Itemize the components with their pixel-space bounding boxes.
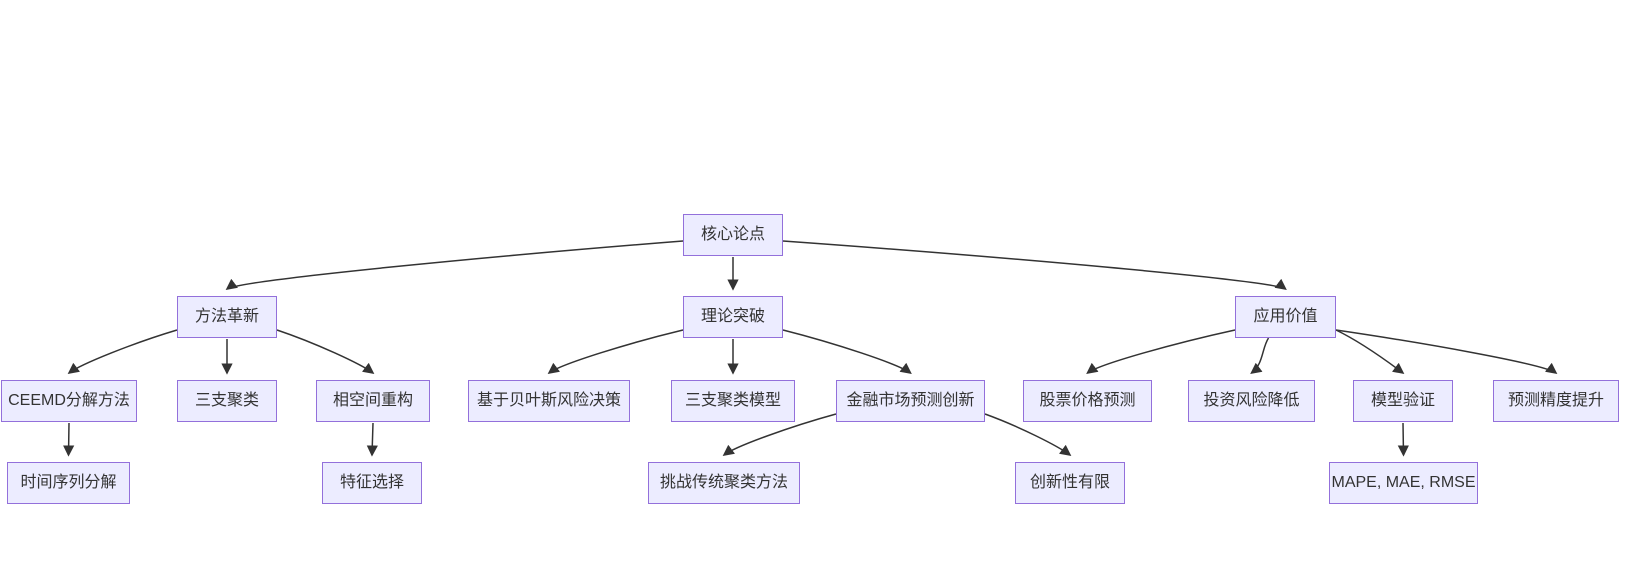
node-label: 三支聚类: [194, 392, 259, 409]
edge-application-accuracy: [1335, 329, 1558, 375]
edge-method-phase: [276, 329, 375, 375]
node-label: 金融市场预测创新: [846, 392, 975, 409]
node-timeseries: 时间序列分解: [7, 462, 130, 504]
node-phase: 相空间重构: [316, 380, 430, 422]
edge-theory-finance: [782, 329, 912, 375]
node-ceemd: CEEMD分解方法: [1, 380, 137, 422]
node-challenge: 挑战传统聚类方法: [648, 462, 800, 504]
edge-application-stock: [1086, 329, 1236, 375]
node-application: 应用价值: [1235, 296, 1336, 338]
node-label: 挑战传统聚类方法: [659, 474, 788, 491]
edges: [63, 240, 1558, 457]
node-label: 三支聚类模型: [684, 392, 781, 409]
node-label: 基于贝叶斯风险决策: [476, 392, 621, 409]
node-stock: 股票价格预测: [1023, 380, 1152, 422]
node-label: 相空间重构: [332, 392, 413, 409]
edge-method-ceemd: [67, 329, 178, 375]
node-label: 预测精度提升: [1507, 392, 1604, 409]
node-threeway: 三支聚类: [177, 380, 277, 422]
node-core: 核心论点: [683, 214, 783, 256]
node-label: 投资风险降低: [1203, 392, 1300, 409]
node-label: 创新性有限: [1029, 474, 1110, 491]
node-limited: 创新性有限: [1015, 462, 1125, 504]
edge-application-validation: [1335, 329, 1405, 375]
node-invest: 投资风险降低: [1188, 380, 1315, 422]
node-bayes: 基于贝叶斯风险决策: [468, 380, 630, 422]
node-label: 方法革新: [194, 308, 259, 325]
node-method: 方法革新: [177, 296, 277, 338]
node-label: 时间序列分解: [20, 474, 117, 491]
node-label: 核心论点: [700, 226, 765, 243]
node-accuracy: 预测精度提升: [1493, 380, 1619, 422]
node-validation: 模型验证: [1353, 380, 1453, 422]
node-label: 理论突破: [700, 308, 765, 325]
node-label: 应用价值: [1253, 308, 1318, 325]
node-theory: 理论突破: [683, 296, 783, 338]
node-feature: 特征选择: [322, 462, 422, 504]
edge-application-invest: [1250, 337, 1270, 375]
edge-phase-feature: [366, 422, 378, 457]
node-label: 模型验证: [1370, 392, 1435, 409]
node-label: MAPE, MAE, RMSE: [1331, 474, 1476, 491]
node-twcmodel: 三支聚类模型: [671, 380, 795, 422]
node-label: 股票价格预测: [1039, 392, 1136, 409]
node-label: CEEMD分解方法: [8, 392, 130, 409]
edge-validation-mape: [1397, 422, 1409, 457]
edge-core-application: [782, 240, 1287, 290]
edge-core-method: [225, 240, 684, 291]
edge-ceemd-timeseries: [63, 422, 75, 457]
edge-theory-bayes: [547, 329, 684, 375]
node-mape: MAPE, MAE, RMSE: [1329, 462, 1478, 504]
node-finance: 金融市场预测创新: [836, 380, 985, 422]
node-label: 特征选择: [339, 474, 404, 491]
